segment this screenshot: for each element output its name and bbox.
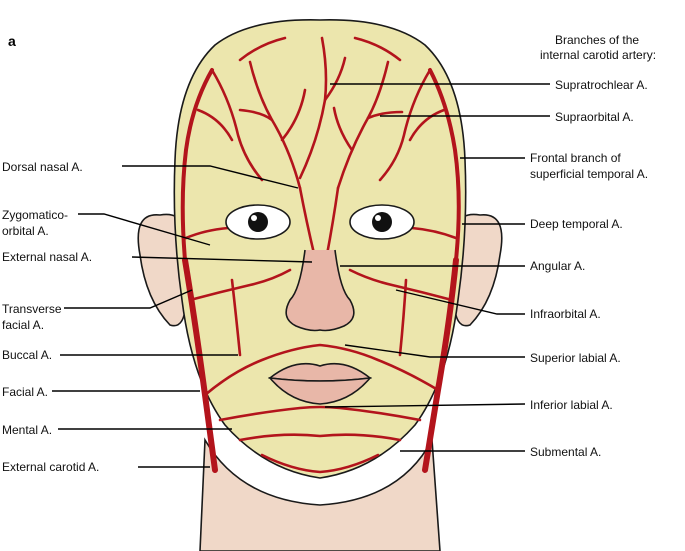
- label-zygomatico-1: Zygomatico-: [2, 208, 68, 222]
- label-frontal-branch-1: Frontal branch of: [530, 151, 621, 165]
- left-temporal-trunk: [180, 68, 214, 262]
- leader-transverse-facial: [64, 289, 193, 309]
- label-external-nasal: External nasal A.: [2, 250, 92, 264]
- label-mental: Mental A.: [2, 423, 52, 437]
- forehead-arteries: [196, 36, 446, 190]
- lower-face-arteries: [203, 343, 440, 474]
- left-eye: [225, 204, 291, 240]
- nose: [285, 249, 355, 332]
- label-inferior-labial: Inferior labial A.: [530, 398, 613, 412]
- label-superior-labial: Superior labial A.: [530, 351, 621, 365]
- right-carotid-trunk: [422, 257, 459, 473]
- leader-superior-labial: [344, 344, 525, 358]
- panel-label: a: [8, 33, 16, 49]
- label-deep-temporal: Deep temporal A.: [530, 217, 623, 231]
- label-supratrochlear: Supratrochlear A.: [555, 78, 648, 92]
- lower-lip: [268, 376, 372, 405]
- face: [173, 19, 467, 479]
- label-dorsal-nasal: Dorsal nasal A.: [2, 160, 83, 174]
- header-line-2: internal carotid artery:: [540, 48, 656, 62]
- right-eye: [349, 204, 415, 240]
- label-buccal: Buccal A.: [2, 348, 52, 362]
- label-frontal-branch-2: superficial temporal A.: [530, 167, 648, 181]
- label-supraorbital: Supraorbital A.: [555, 110, 634, 124]
- leader-zygomatico: [78, 213, 211, 246]
- label-zygomatico-2: orbital A.: [2, 224, 49, 238]
- leader-inferior-labial: [324, 403, 526, 408]
- left-carotid-trunk: [182, 257, 218, 473]
- leader-dorsal-nasal: [122, 165, 299, 189]
- label-infraorbital: Infraorbital A.: [530, 307, 601, 321]
- label-angular: Angular A.: [530, 259, 585, 273]
- label-transverse-facial-1: Transverse: [2, 302, 62, 316]
- label-transverse-facial-2: facial A.: [2, 318, 44, 332]
- right-temporal-trunk: [428, 68, 461, 262]
- label-submental: Submental A.: [530, 445, 601, 459]
- header-line-1: Branches of the: [555, 33, 639, 47]
- leader-infraorbital: [395, 289, 525, 315]
- leader-external-nasal: [131, 256, 313, 263]
- label-facial: Facial A.: [2, 385, 48, 399]
- label-external-carotid: External carotid A.: [2, 460, 99, 474]
